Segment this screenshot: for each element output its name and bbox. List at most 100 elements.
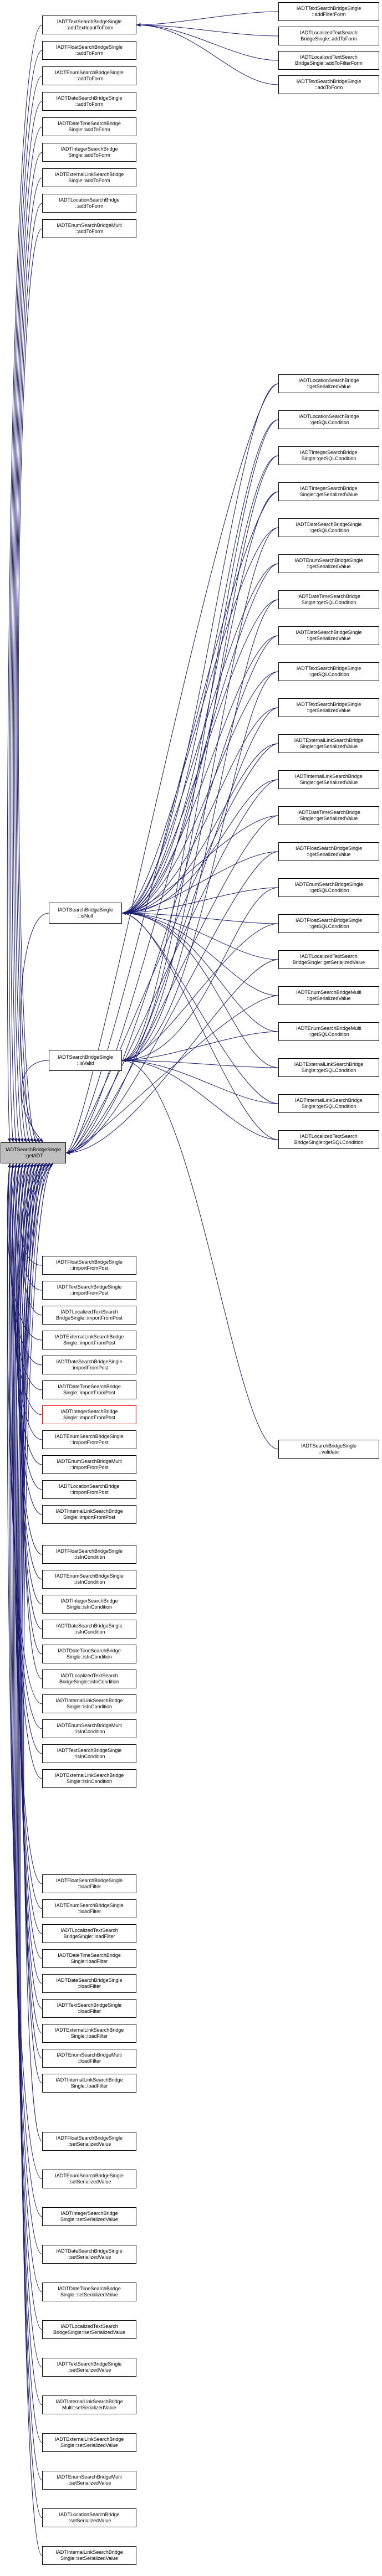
graph-node-label: ::addToForm	[75, 76, 104, 81]
graph-node-date-loadFilter[interactable]: IADTDateSearchBridgeSingle::loadFilter	[42, 1974, 136, 1993]
graph-node-label: ::setSerializedValue	[67, 2480, 111, 2486]
graph-node-location-getSQLCondition[interactable]: IADTLocationSearchBridge::getSQLConditio…	[278, 410, 379, 429]
graph-node-float-importFromPost[interactable]: IADTFloatSearchBridgeSingle::importFromP…	[42, 1256, 136, 1275]
graph-node-enummulti-setSerializedValue[interactable]: IADTEnumSearchBridgeMulti::setSerialized…	[42, 2471, 136, 2490]
graph-node-label: Single::setSerializedValue	[60, 2292, 118, 2297]
graph-node-label: ::setSerializedValue	[67, 2254, 111, 2260]
graph-node-enummulti-getSerializedValue[interactable]: IADTEnumSearchBridgeMulti::getSerialized…	[278, 986, 379, 1005]
graph-node-date-isInCondition[interactable]: IADTDateSearchBridgeSingle::isInConditio…	[42, 1620, 136, 1639]
graph-node-enum-getSerializedValue[interactable]: IADTEnumSearchBridgeSingle::getSerialize…	[278, 554, 379, 573]
graph-node-label: IADTIntegerSearchBridge	[300, 486, 358, 491]
graph-node-text-setSerializedValue[interactable]: IADTTextSearchBridgeSingle::setSerialize…	[42, 2358, 136, 2377]
graph-node-enummulti-getSQLCondition[interactable]: IADTEnumSearchBridgeMulti::getSQLConditi…	[278, 1022, 379, 1041]
graph-node-enum-isInCondition[interactable]: IADTEnumSearchBridgeSingle::isInConditio…	[42, 1570, 136, 1589]
graph-node-validate[interactable]: IADTSearchBridgeSingle::validate	[278, 1440, 379, 1459]
graph-node-float-isInCondition[interactable]: IADTFloatSearchBridgeSingle::isInConditi…	[42, 1545, 136, 1564]
graph-node-location-setSerializedValue[interactable]: IADTLocationSearchBridge::setSerializedV…	[42, 2508, 136, 2527]
graph-node-label: IADTLocalizedTextSearch	[60, 2323, 118, 2329]
graph-node-label: ::getSQLCondition	[308, 528, 349, 533]
graph-node-isvalid[interactable]: IADTSearchBridgeSingle::isValid	[49, 1050, 122, 1071]
graph-node-text-isInCondition[interactable]: IADTTextSearchBridgeSingle::isInConditio…	[42, 1744, 136, 1763]
graph-node-text-addFilterForm[interactable]: IADTTextSearchBridgeSingle::addFilterFor…	[278, 2, 379, 21]
graph-node-date-setSerializedValue[interactable]: IADTDateSearchBridgeSingle::setSerialize…	[42, 2245, 136, 2264]
graph-edge	[121, 779, 279, 915]
graph-edge	[8, 1163, 43, 2217]
graph-node-text-importFromPost[interactable]: IADTTextSearchBridgeSingle::importFromPo…	[42, 1281, 136, 1300]
graph-node-text-getSQLCondition[interactable]: IADTTextSearchBridgeSingle::getSQLCondit…	[278, 662, 379, 681]
graph-node-enummulti-isInCondition[interactable]: IADTEnumSearchBridgeMulti::isInCondition	[42, 1719, 136, 1738]
graph-node-isnull[interactable]: IADTSearchBridgeSingle::isNull	[49, 903, 122, 924]
graph-node-text-addToForm[interactable]: IADTTextSearchBridgeSingle::addToForm	[278, 75, 379, 94]
graph-node-enum-loadFilter[interactable]: IADTEnumSearchBridgeSingle::loadFilter	[42, 1899, 136, 1918]
graph-node-date-getSerializedValue[interactable]: IADTDateSearchBridgeSingle::getSerialize…	[278, 626, 379, 645]
graph-node-float-addToForm[interactable]: IADTFloatSearchBridgeSingle::addToForm	[42, 41, 136, 60]
graph-node-float-loadFilter[interactable]: IADTFloatSearchBridgeSingle::loadFilter	[42, 1874, 136, 1893]
graph-edge	[19, 1163, 43, 2009]
graph-node-enum-setSerializedValue[interactable]: IADTEnumSearchBridgeSingle::setSerialize…	[42, 2170, 136, 2188]
graph-node-location-getSerializedValue[interactable]: IADTLocationSearchBridge::getSerializedV…	[278, 374, 379, 393]
graph-node-label: IADTDateTimeSearchBridge	[297, 594, 360, 599]
graph-node-label: IADTExternalLinkSearchBridge	[54, 1334, 124, 1339]
graph-edge	[121, 911, 279, 996]
graph-node-getadt[interactable]: IADTSearchBridgeSingle::getADT	[1, 1142, 66, 1163]
graph-node-label: BridgeSingle::loadFilter	[63, 1934, 115, 1939]
graph-node-label: IADTDateTimeSearchBridge	[58, 1648, 121, 1653]
graph-node-enummulti-loadFilter[interactable]: IADTEnumSearchBridgeMulti::loadFilter	[42, 2049, 136, 2068]
graph-node-date-addToForm[interactable]: IADTDateSearchBridgeSingle::addToForm	[42, 92, 136, 111]
graph-node-float-setSerializedValue[interactable]: IADTFloatSearchBridgeSingle::setSerializ…	[42, 2132, 136, 2151]
graph-node-enummulti-importFromPost[interactable]: IADTEnumSearchBridgeMulti::importFromPos…	[42, 1455, 136, 1474]
graph-node-location-addToForm[interactable]: IADTLocationSearchBridge::addToForm	[42, 194, 136, 213]
graph-node-float-getSerializedValue[interactable]: IADTFloatSearchBridgeSingle::getSerializ…	[278, 842, 379, 861]
graph-node-label: ::getSQLCondition	[308, 1032, 349, 1037]
graph-node-float-getSQLCondition[interactable]: IADTFloatSearchBridgeSingle::getSQLCondi…	[278, 914, 379, 933]
graph-node-enummulti-addToForm[interactable]: IADTEnumSearchBridgeMulti::addToForm	[42, 219, 136, 238]
graph-node-enum-addToForm[interactable]: IADTEnumSearchBridgeSingle::addToForm	[42, 66, 136, 85]
graph-node-label: ::getADT	[23, 1153, 43, 1158]
graph-node-label: ::addToForm	[314, 85, 343, 90]
graph-node-text-addTextInputToForm[interactable]: IADTTextSearchBridgeSingle::addTextInput…	[42, 16, 136, 34]
graph-node-date-getSQLCondition[interactable]: IADTDateSearchBridgeSingle::getSQLCondit…	[278, 518, 379, 537]
graph-node-text-getSerializedValue[interactable]: IADTTextSearchBridgeSingle::getSerialize…	[278, 698, 379, 717]
graph-node-enum-importFromPost[interactable]: IADTEnumSearchBridgeSingle::importFromPo…	[42, 1430, 136, 1449]
graph-node-date-importFromPost[interactable]: IADTDateSearchBridgeSingle::importFromPo…	[42, 1356, 136, 1374]
graph-node-enum-getSQLCondition[interactable]: IADTEnumSearchBridgeSingle::getSQLCondit…	[278, 878, 379, 897]
graph-node-text-loadFilter[interactable]: IADTTextSearchBridgeSingle::loadFilter	[42, 1999, 136, 2018]
graph-node-location-importFromPost[interactable]: IADTLocationSearchBridge::importFromPost	[42, 1480, 136, 1499]
graph-node-label: IADTEnumSearchBridgeSingle	[294, 882, 363, 887]
